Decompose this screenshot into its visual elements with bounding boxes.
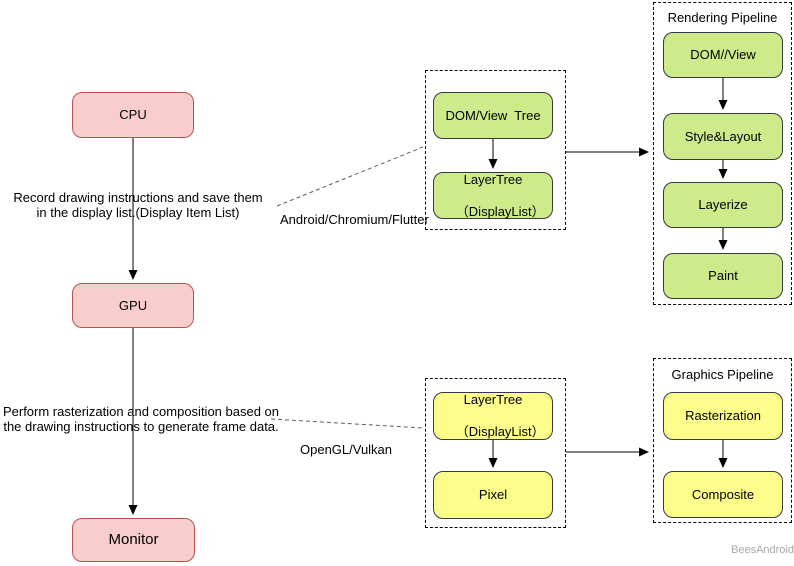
graphics-pipeline-title: Graphics Pipeline (671, 367, 774, 382)
layertree-bottom-label: LayerTree （DisplayList） (441, 392, 545, 440)
paint-label: Paint (708, 268, 738, 283)
layertree-displaylist-node-top: LayerTree （DisplayList） (433, 172, 553, 219)
gpu-node: GPU (72, 283, 194, 328)
render-tree-group-box (425, 70, 566, 230)
style-layout-label: Style&Layout (684, 128, 762, 144)
dashed-link-raster-to-rastergroup (270, 418, 424, 429)
layertree-bottom-line2: （DisplayList） (455, 424, 545, 439)
gpu-label: GPU (118, 297, 148, 313)
record-annotation-line2: in the display list.(Display Item List) (36, 205, 240, 220)
layertree-label: LayerTree （DisplayList） (441, 171, 545, 220)
cpu-label: CPU (119, 107, 147, 122)
layertree-line1: LayerTree (463, 171, 523, 187)
raster-annotation-line1: Perform rasterization and composition ba… (2, 404, 280, 419)
dom-view-step-label: DOM//View (690, 47, 756, 62)
pixel-node: Pixel (433, 471, 553, 519)
dom-view-tree-node: DOM/View Tree (433, 92, 553, 139)
record-annotation-line1: Record drawing instructions and save the… (13, 190, 263, 205)
watermark: BeesAndroid (731, 544, 794, 556)
layertree-line2: （DisplayList） (455, 203, 545, 219)
monitor-label: Monitor (108, 531, 159, 548)
graphics-pipeline-box: Graphics Pipeline (653, 358, 792, 523)
dom-view-step-node: DOM//View (663, 32, 783, 78)
dom-view-tree-label: DOM/View Tree (445, 107, 541, 123)
rasterization-label: Rasterization (685, 408, 761, 423)
layertree-displaylist-node-bottom: LayerTree （DisplayList） (433, 392, 553, 440)
style-layout-node: Style&Layout (663, 113, 783, 160)
raster-group-caption: OpenGL/Vulkan (300, 442, 393, 457)
dashed-link-record-to-rendertree (276, 146, 424, 207)
raster-group-box (425, 378, 566, 528)
paint-node: Paint (663, 253, 783, 299)
layerize-label: Layerize (698, 197, 748, 212)
cpu-node: CPU (72, 92, 194, 138)
record-annotation: Record drawing instructions and save the… (0, 190, 276, 220)
layertree-bottom-line1: LayerTree (463, 392, 523, 407)
rasterization-node: Rasterization (663, 392, 783, 440)
raster-annotation: Perform rasterization and composition ba… (0, 404, 282, 434)
monitor-node: Monitor (72, 518, 195, 562)
pixel-label: Pixel (478, 487, 508, 502)
composite-node: Composite (663, 471, 783, 518)
rendering-pipeline-box: Rendering Pipeline (653, 2, 792, 305)
rendering-pipeline-title: Rendering Pipeline (667, 10, 778, 25)
render-tree-caption: Android/Chromium/Flutter (280, 212, 429, 227)
composite-label: Composite (691, 486, 755, 502)
layerize-node: Layerize (663, 182, 783, 228)
raster-annotation-line2: the drawing instructions to generate fra… (3, 419, 279, 434)
